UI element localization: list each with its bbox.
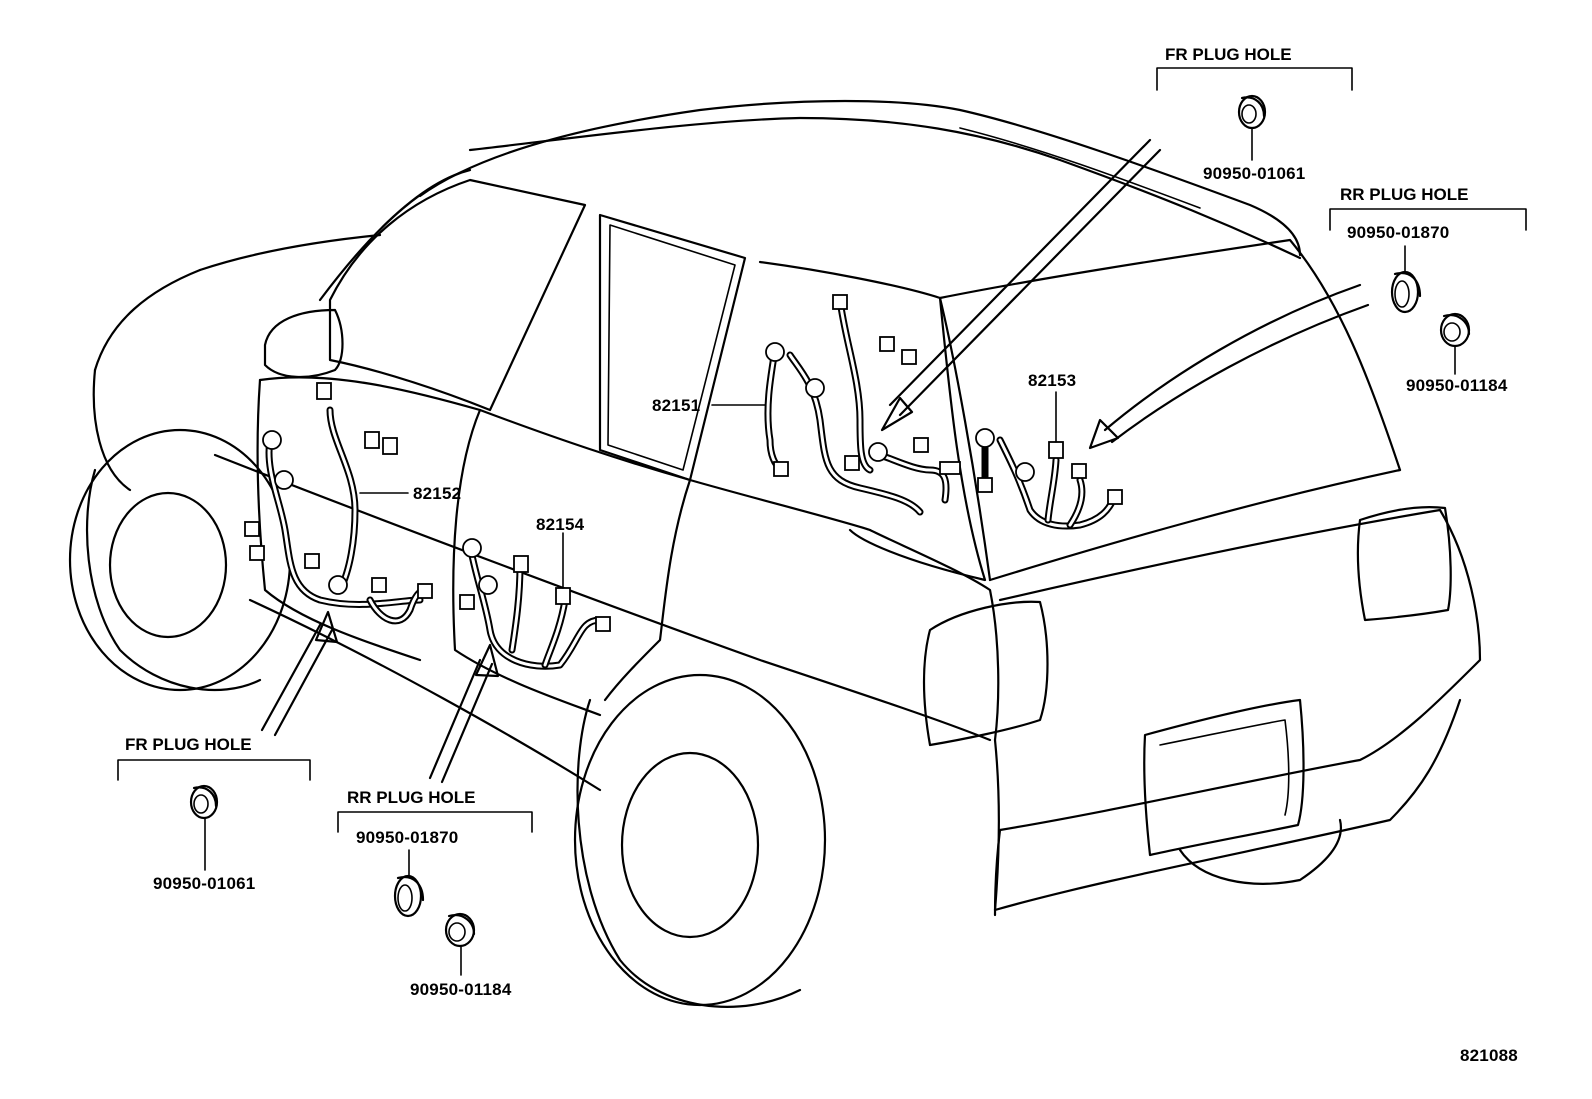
harness-82153: [975, 428, 1123, 530]
vehicle-body: [68, 99, 1482, 1008]
harness-82154: [459, 538, 611, 670]
leader-lines: [359, 391, 1057, 589]
plug-large-icon: [1390, 270, 1422, 314]
part-label-82152: 82152: [413, 484, 461, 503]
plug-grommet-icon: [1237, 94, 1267, 130]
harness-82151: [764, 294, 961, 516]
part-number: 90950-01184: [1406, 376, 1508, 395]
group-title: RR PLUG HOLE: [347, 788, 475, 807]
pointer-arrows: [260, 138, 1370, 784]
part-number: 90950-01184: [410, 980, 512, 999]
part-number: 90950-01061: [1203, 164, 1305, 183]
group-top-rr-plug-hole: RR PLUG HOLE 90950-01870 90950-01184: [1329, 185, 1527, 395]
group-title: RR PLUG HOLE: [1340, 185, 1468, 204]
group-bottom-fr-plug-hole: FR PLUG HOLE 90950-01061: [117, 735, 311, 893]
harness-82152: [244, 382, 433, 625]
part-number: 90950-01870: [1347, 223, 1449, 242]
part-number: 90950-01061: [153, 874, 255, 893]
part-label-82151: 82151: [652, 396, 700, 415]
group-title: FR PLUG HOLE: [1165, 45, 1292, 64]
group-title: FR PLUG HOLE: [125, 735, 252, 754]
part-number: 90950-01870: [356, 828, 458, 847]
group-bottom-rr-plug-hole: RR PLUG HOLE 90950-01870 90950-01184: [337, 788, 533, 999]
part-label-82154: 82154: [536, 515, 585, 534]
plug-grommet-icon: [189, 784, 219, 820]
part-label-82153: 82153: [1028, 371, 1076, 390]
plug-grommet-icon: [444, 912, 476, 948]
figure-number: 821088: [1460, 1046, 1518, 1065]
group-top-fr-plug-hole: FR PLUG HOLE 90950-01061: [1156, 45, 1353, 183]
plug-grommet-icon: [1439, 312, 1471, 348]
plug-large-icon: [393, 874, 425, 918]
